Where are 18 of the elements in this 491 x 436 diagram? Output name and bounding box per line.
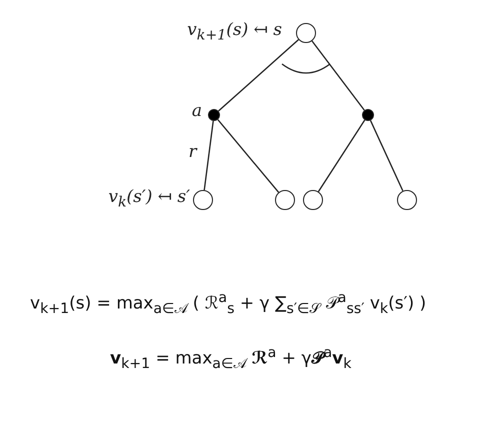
node-caption: a [192,101,202,121]
branch-line [318,120,366,192]
node-caption: v$_{k}$(s′) ↤ s′ [108,187,190,210]
branch-line [218,39,299,112]
state-circle [296,23,316,43]
branch-line [312,40,365,111]
branch-line [370,120,404,192]
state-circle [397,190,417,210]
state-circle [193,190,213,210]
equation: v$_{k+1}$ = max$_{a∈𝒜}$ ℛ$^{a}$ + γ𝒫$^{a}$v$_{k}$ [110,345,352,372]
action-dot [208,109,220,121]
edge-label: r [188,142,197,162]
state-circle [275,190,295,210]
state-circle [303,190,323,210]
action-dot [362,109,374,121]
branch-line [204,120,214,190]
node-caption: v$_{k+1}$(s) ↤ s [187,20,282,44]
branch-line [217,119,280,193]
